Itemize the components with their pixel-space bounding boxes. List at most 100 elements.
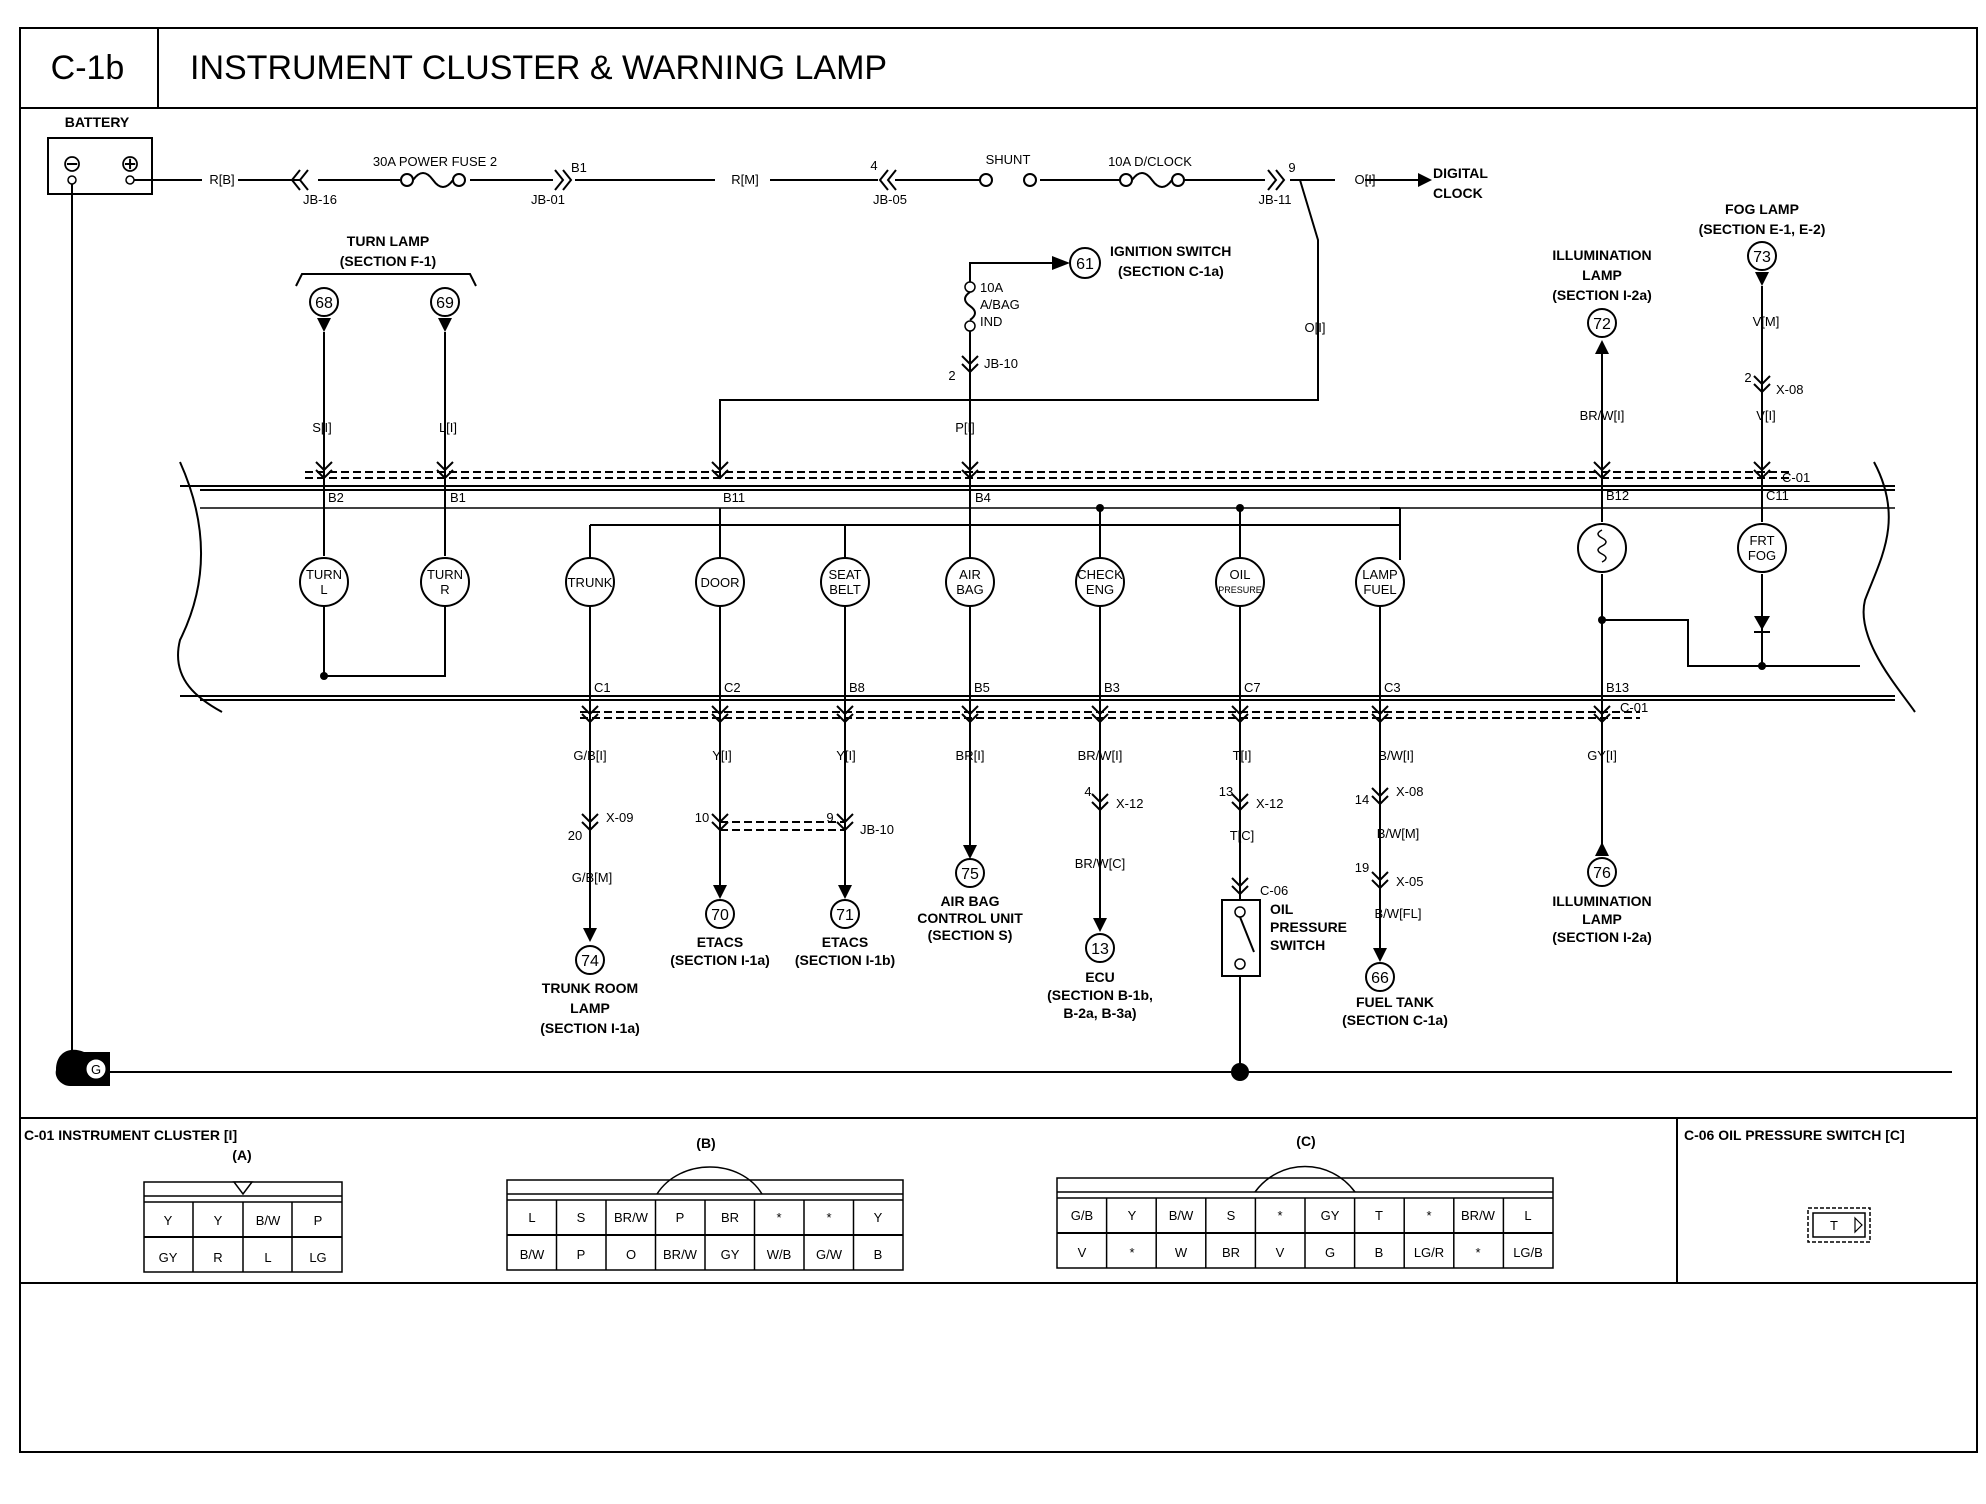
section-code: C-1b [50, 48, 125, 87]
jb11-label: JB-11 [1259, 192, 1292, 207]
conn-b-label: (B) [696, 1135, 715, 1151]
c-pin2: Y [1128, 1208, 1137, 1223]
c-pin1: G/B [1071, 1208, 1093, 1223]
seat-pin: 9 [826, 810, 833, 825]
airbag-w1: BR[I] [956, 748, 985, 763]
lamp-check-line1: CHECK [1077, 567, 1123, 582]
oil-pin: 13 [1219, 784, 1233, 799]
lamp-door: DOOR [695, 557, 745, 607]
ref-76: 76 [1593, 865, 1611, 882]
lamp-turn-r-line2: R [440, 582, 449, 597]
pin-b1: B1 [450, 490, 466, 505]
pin9-label: 9 [1288, 160, 1295, 175]
lamp-turn-r-line1: TURN [427, 567, 463, 582]
a-pin1: Y [164, 1213, 173, 1228]
ecu-label-1: ECU [1085, 969, 1115, 985]
c-pin18: LG/R [1414, 1245, 1444, 1260]
pin-b8: B8 [849, 680, 865, 695]
wire-rb: R[B] [209, 172, 234, 187]
lamp-seat-belt: SEAT BELT [820, 557, 870, 607]
lamp-turn-r: TURN R [420, 557, 470, 607]
oil-switch-label-3: SWITCH [1270, 937, 1325, 953]
lamp-trunk: TRUNK [565, 557, 615, 607]
trunk-w2: G/B[M] [572, 870, 612, 885]
power-symbols [290, 169, 1418, 478]
switch-blade-icon [1239, 916, 1255, 953]
b-pin3: BR/W [614, 1210, 649, 1225]
wire-rm: R[M] [731, 172, 758, 187]
ref-68: 68 [315, 295, 333, 312]
pin-c2: C2 [724, 680, 741, 695]
output-labels: G/B[I] X-09 20 G/B[M] TRUNK ROOM LAMP (S… [540, 748, 1652, 1036]
ref-66: 66 [1371, 970, 1389, 987]
illum-label-1: ILLUMINATION [1552, 893, 1651, 909]
lamp-air-bag: AIR BAG [945, 557, 995, 607]
b-pin15: G/W [816, 1247, 843, 1262]
b-pin9: B/W [520, 1247, 545, 1262]
airbag-label-1: AIR BAG [940, 893, 999, 909]
ab-fuse-label-2: A/BAG [980, 297, 1020, 312]
jb05-label: JB-05 [873, 192, 907, 207]
illum-top-branch: ILLUMINATION LAMP (SECTION I-2a) 72 BR/W… [1552, 247, 1652, 478]
conn-a-label: (A) [232, 1147, 251, 1163]
ref-71: 71 [836, 907, 854, 924]
lamp-airbag-line1: AIR [959, 567, 981, 582]
c-pin6: GY [1321, 1208, 1340, 1223]
c06-title: C-06 OIL PRESSURE SWITCH [C] [1684, 1127, 1905, 1143]
wire-vi: V[I] [1756, 408, 1776, 423]
c-pin19: * [1475, 1245, 1480, 1260]
lamp-seat-line2: BELT [829, 582, 861, 597]
shunt-label: SHUNT [986, 152, 1031, 167]
c-pin11: V [1078, 1245, 1087, 1260]
wire-li: L[I] [439, 420, 457, 435]
illum-top-label-1: ILLUMINATION [1552, 247, 1651, 263]
lamp-check-eng: CHECK ENG [1075, 557, 1125, 607]
a-pin2: Y [214, 1213, 223, 1228]
lamp-illumination [1577, 523, 1627, 573]
ignition-jb: JB-10 [984, 356, 1018, 371]
lamp-frt-fog: FRT FOG [1737, 523, 1787, 666]
b-pin1: L [528, 1210, 535, 1225]
connector-a-pins: Y Y B/W P GY R L LG [159, 1213, 327, 1265]
fuel-pin2: 19 [1355, 860, 1369, 875]
battery-minus-icon: ⊖ [62, 150, 82, 177]
lamp-oil-line2: PRESURE [1218, 585, 1262, 595]
illum-label-3: (SECTION I-2a) [1552, 929, 1652, 945]
airbag-label-2: CONTROL UNIT [917, 910, 1023, 926]
ignition-branch: 61 IGNITION SWITCH (SECTION C-1a) 10A A/… [948, 243, 1231, 478]
fuel-w3: B/W[FL] [1375, 906, 1422, 921]
lamp-fuel-line1: LAMP [1362, 567, 1397, 582]
seat-conn: JB-10 [860, 822, 894, 837]
battery: BATTERY ⊖ ⊕ [47, 114, 153, 195]
digital-clock-label-2: CLOCK [1433, 185, 1483, 201]
c-pin5: * [1277, 1208, 1282, 1223]
ignition-pin: 2 [948, 368, 955, 383]
output-arrows [583, 842, 1609, 962]
pin4-label: 4 [870, 158, 877, 173]
turn-lamp-label-2: (SECTION F-1) [340, 253, 436, 269]
c-pin15: V [1276, 1245, 1285, 1260]
fuel-conn2: X-05 [1396, 874, 1423, 889]
output-wires [72, 722, 1952, 1073]
pin-c11: C11 [1766, 488, 1789, 503]
ignition-ref-num: 61 [1076, 256, 1094, 273]
fuel-label-2: (SECTION C-1a) [1342, 1012, 1448, 1028]
connector-section: C-01 INSTRUMENT CLUSTER [I] C-06 OIL PRE… [24, 1127, 1905, 1163]
lamp-leads [323, 478, 1763, 722]
c-pin13: W [1175, 1245, 1188, 1260]
connector-c06: T [1807, 1207, 1871, 1243]
connector-c-pins: G/B Y B/W S * GY T * BR/W L V * W BR V G… [1071, 1208, 1543, 1260]
b-pin14: W/B [767, 1247, 792, 1262]
c-pin20: LG/B [1513, 1245, 1543, 1260]
seat-w1: Y[I] [836, 748, 856, 763]
connector-a [143, 1181, 343, 1273]
trunk-w1: G/B[I] [573, 748, 606, 763]
fuel-w2: B/W[M] [1377, 826, 1420, 841]
b-pin12: BR/W [663, 1247, 698, 1262]
ref-70: 70 [711, 907, 729, 924]
ground-symbol-icon: G [55, 1049, 110, 1086]
b-pin16: B [874, 1247, 883, 1262]
trunk-label-1: TRUNK ROOM [542, 980, 638, 996]
ref-73: 73 [1753, 249, 1771, 266]
connector-b-dividers [555, 1200, 855, 1270]
